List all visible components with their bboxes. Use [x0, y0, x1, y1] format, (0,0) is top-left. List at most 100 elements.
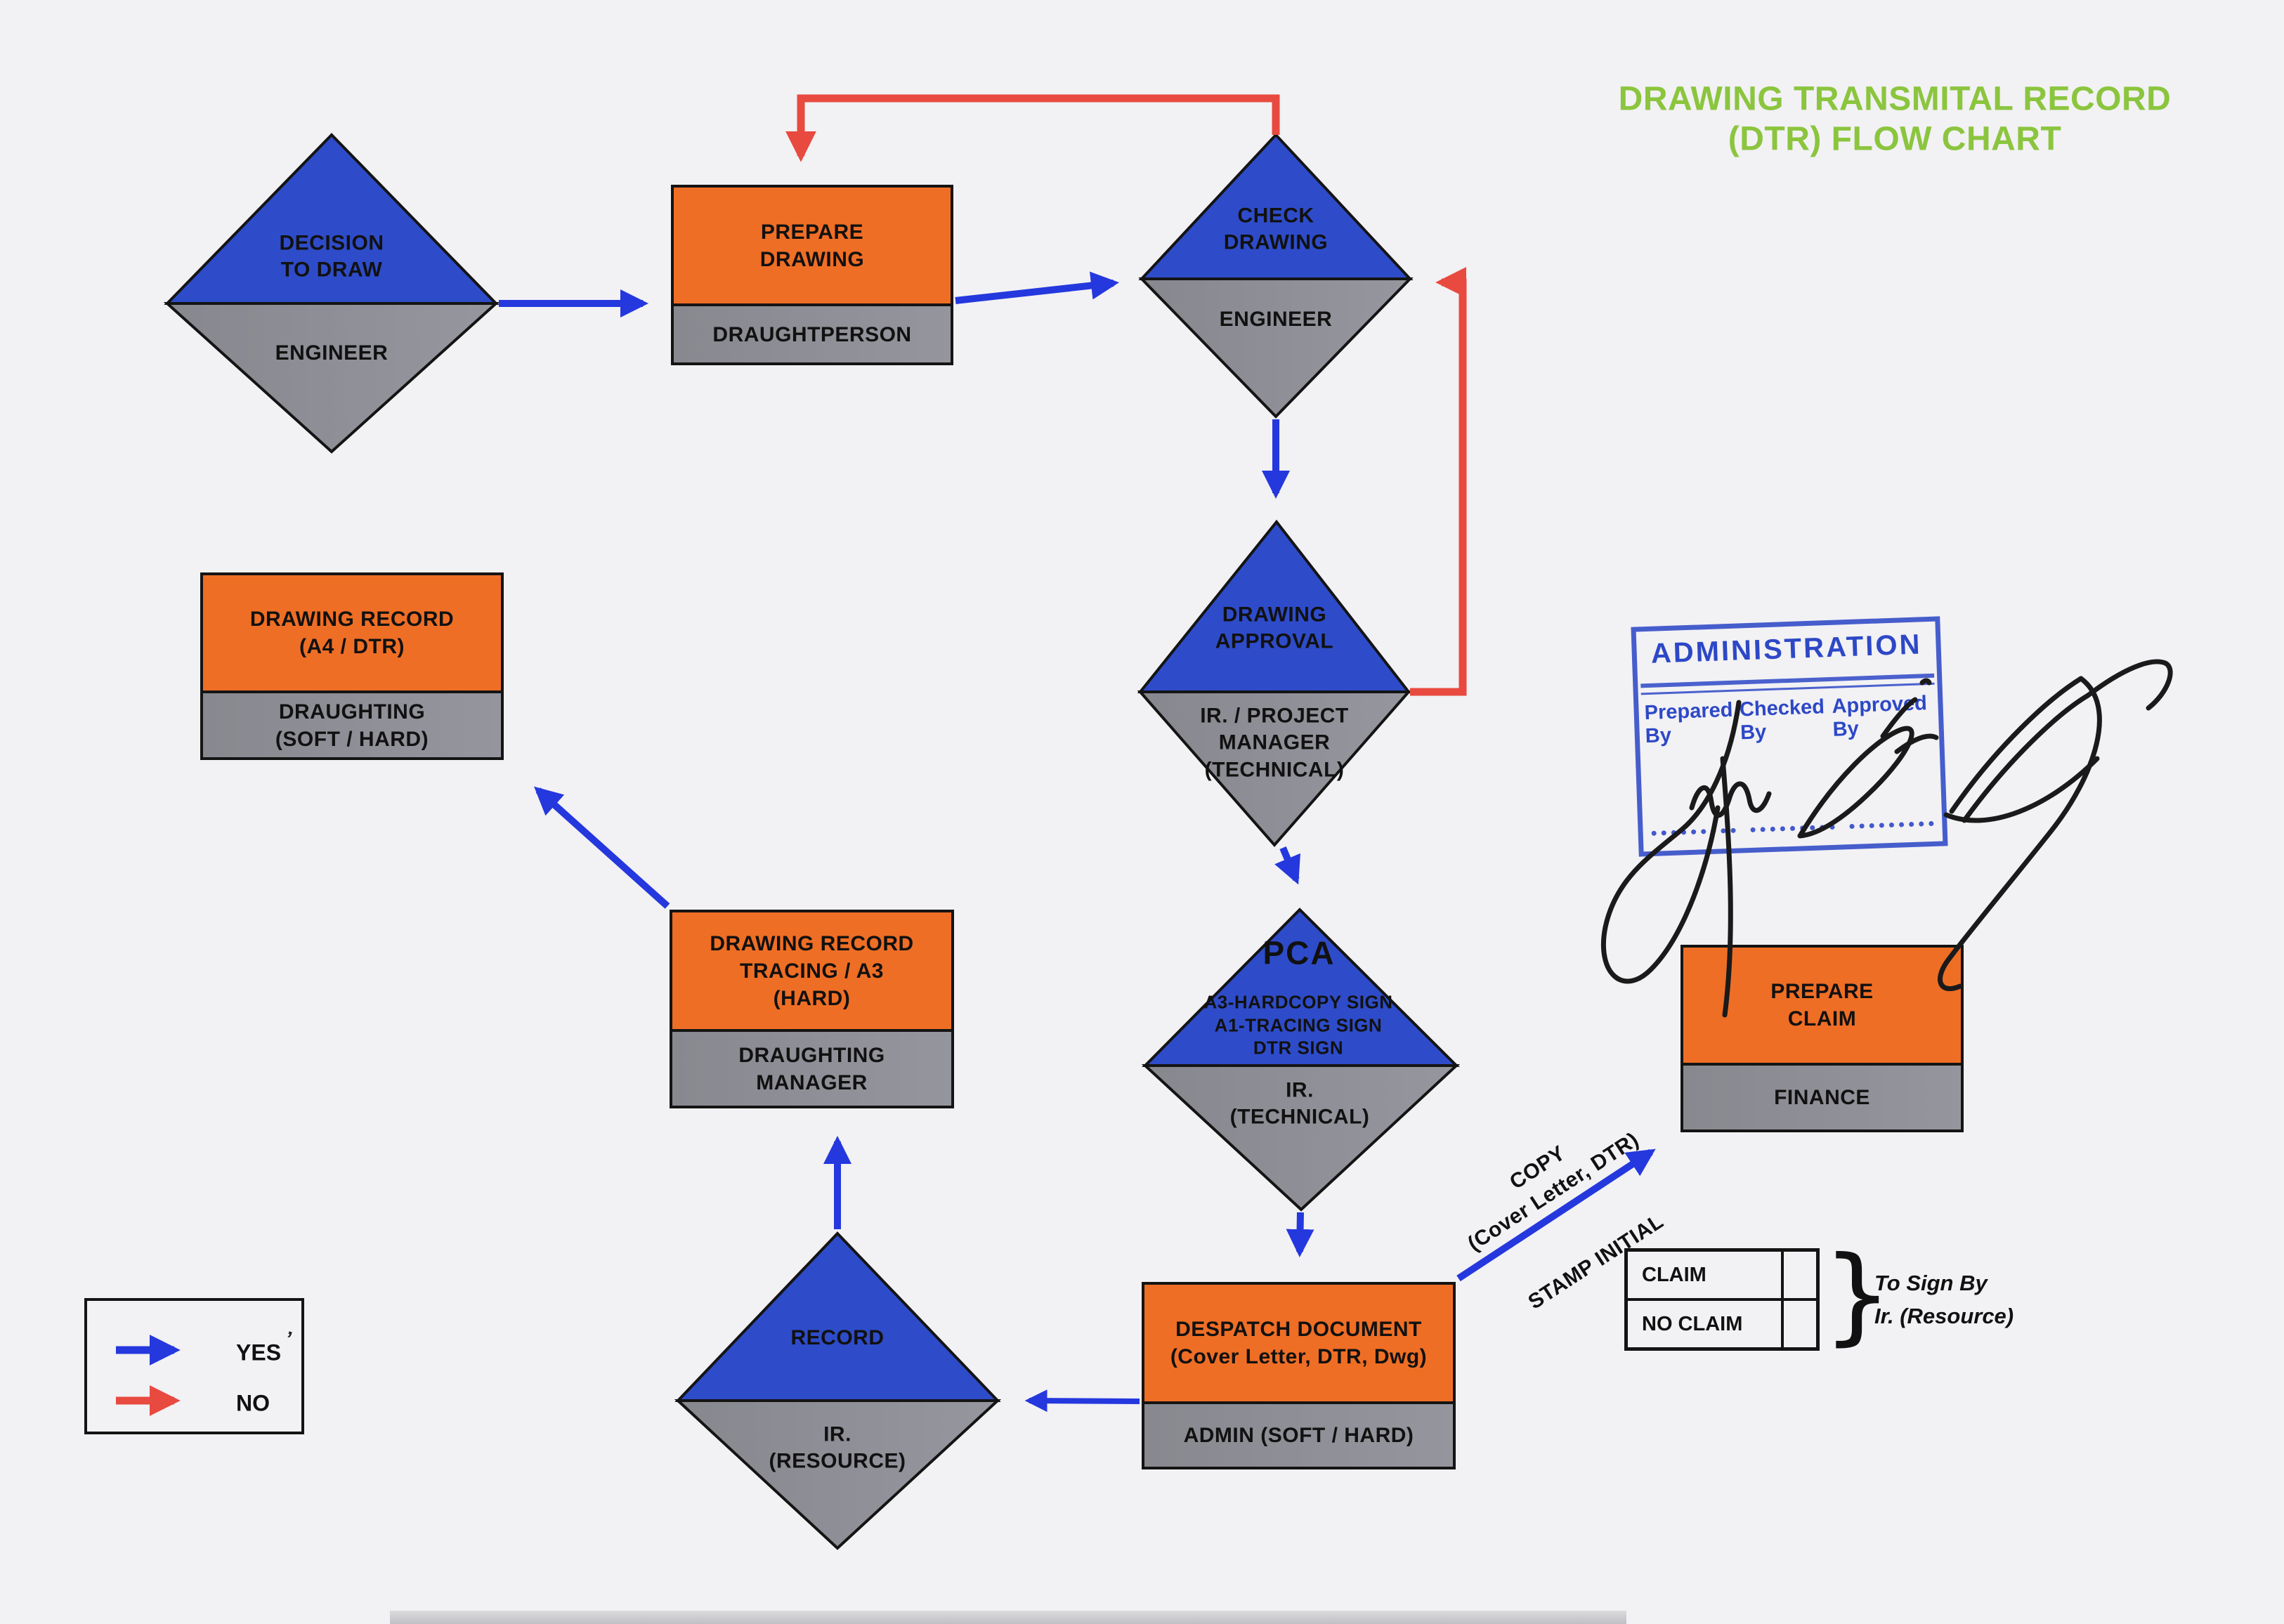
drawing-record-a4-box: DRAWING RECORD (A4 / DTR) DRAUGHTING (SO… — [200, 572, 504, 760]
check-role-line: ENGINEER — [1219, 307, 1333, 331]
page-title-line2: (DTR) FLOW CHART — [1728, 120, 2062, 157]
pca-sub-label: A3-HARDCOPY SIGN A1-TRACING SIGN DTR SIG… — [1203, 990, 1392, 1059]
prepare-claim-line1: PREPARE — [1770, 980, 1874, 1003]
legend-pen-mark: ’ — [282, 1327, 295, 1351]
edge-tracing-to-drawing-record — [534, 786, 670, 909]
despatch-role: ADMIN (SOFT / HARD) — [1183, 1424, 1414, 1447]
prepare-drawing-line2: DRAWING — [759, 247, 865, 271]
check-drawing-label: CHECK DRAWING — [1224, 203, 1329, 257]
drawing-record-tracing-role-line2: MANAGER — [756, 1070, 868, 1094]
approval-line2: APPROVAL — [1215, 630, 1334, 653]
prepare-drawing-role: DRAUGHTPERSON — [712, 322, 912, 346]
despatch-document-task-section: DESPATCH DOCUMENT (Cover Letter, DTR, Dw… — [1144, 1285, 1453, 1404]
prepare-drawing-line1: PREPARE — [760, 220, 864, 244]
claim-sign-cell — [1781, 1252, 1816, 1298]
decision-line1: DECISION — [279, 231, 384, 255]
prepare-claim-line2: CLAIM — [1787, 1007, 1857, 1030]
to-sign-by-note-line2: Ir. (Resource) — [1874, 1303, 2014, 1328]
pca-role-line1: IR. — [1286, 1078, 1314, 1102]
stamp-signature-dotted-lines — [1651, 820, 1934, 836]
drawing-record-tracing-line2: TRACING / A3 — [740, 959, 884, 983]
decision-to-draw-diamond-bottom — [163, 302, 500, 454]
record-diamond — [674, 1231, 1002, 1550]
administration-stamp: ADMINISTRATION Prepared By Checked By Ap… — [1631, 616, 1948, 857]
drawing-approval-diamond-top — [1137, 519, 1412, 693]
pca-sub-line2: A1-TRACING SIGN — [1214, 1014, 1383, 1035]
no-claim-row: NO CLAIM — [1628, 1301, 1816, 1347]
stamp-checked-by-label: Checked By — [1739, 695, 1825, 745]
check-line2: DRAWING — [1223, 231, 1329, 254]
check-line1: CHECK — [1237, 204, 1314, 228]
legend-no-label: NO — [236, 1390, 270, 1416]
edge-despatch-to-prepare-claim — [1456, 1148, 1656, 1282]
decision-role-line: ENGINEER — [275, 341, 389, 365]
record-role-line2: (RESOURCE) — [769, 1450, 906, 1473]
despatch-document-role-section: ADMIN (SOFT / HARD) — [1144, 1404, 1453, 1467]
stamp-approved-by-label: Approved By — [1831, 692, 1928, 741]
prepare-drawing-role-section: DRAUGHTPERSON — [674, 306, 951, 362]
drawing-record-a4-line1: DRAWING RECORD — [249, 608, 455, 631]
drawing-approval-role: IR. / PROJECT MANAGER (TECHNICAL) — [1200, 702, 1349, 783]
pca-sub-line3: DTR SIGN — [1253, 1037, 1344, 1059]
pca-role-line2: (TECHNICAL) — [1229, 1106, 1370, 1129]
approval-line1: DRAWING — [1222, 603, 1327, 627]
claim-table-brace: } — [1822, 1234, 1893, 1356]
prepare-claim-box: PREPARE CLAIM FINANCE — [1681, 945, 1964, 1132]
decision-to-draw-role: ENGINEER — [275, 340, 389, 367]
drawing-record-a4-task-section: DRAWING RECORD (A4 / DTR) — [203, 575, 501, 693]
despatch-line1: DESPATCH DOCUMENT — [1175, 1318, 1422, 1341]
check-drawing-diamond-top — [1138, 133, 1414, 280]
decision-to-draw-diamond-top — [164, 133, 500, 305]
decision-to-draw-label: DECISION TO DRAW — [279, 230, 384, 284]
edge-check-no-to-prepare — [785, 94, 1280, 162]
claim-table: CLAIM NO CLAIM — [1624, 1248, 1820, 1351]
prepare-claim-task-section: PREPARE CLAIM — [1683, 948, 1961, 1066]
prepare-drawing-box: PREPARE DRAWING DRAUGHTPERSON — [671, 185, 953, 365]
stamp-dotted-line-3 — [1849, 820, 1934, 830]
stamp-prepared-by-label: Prepared By — [1644, 698, 1733, 748]
pca-role: IR. (TECHNICAL) — [1230, 1078, 1370, 1132]
drawing-approval-label: DRAWING APPROVAL — [1215, 602, 1333, 656]
prepare-drawing-task-section: PREPARE DRAWING — [674, 188, 951, 306]
check-drawing-diamond-bottom — [1138, 277, 1414, 419]
record-role: IR. (RESOURCE) — [769, 1422, 906, 1476]
drawing-approval-diamond — [1137, 519, 1412, 848]
claim-row: CLAIM — [1628, 1252, 1816, 1301]
stamp-columns: Prepared By Checked By Approved By — [1644, 692, 1933, 748]
pca-label: PCA — [1262, 933, 1335, 974]
stamp-dotted-line-2 — [1750, 824, 1835, 833]
pca-diamond — [1141, 908, 1461, 1212]
drawing-record-a4-role-line1: DRAUGHTING — [278, 700, 426, 723]
drawing-record-tracing-role-line1: DRAUGHTING — [738, 1043, 885, 1067]
edge-approval-to-pca — [1274, 846, 1300, 885]
edge-prepare-to-check — [955, 271, 1119, 304]
legend-box: YES NO ’ — [84, 1298, 304, 1434]
to-sign-by-note: To Sign By Ir. (Resource) — [1874, 1267, 2014, 1332]
despatch-document-box: DESPATCH DOCUMENT (Cover Letter, DTR, Dw… — [1142, 1282, 1456, 1469]
record-diamond-top — [674, 1231, 1001, 1402]
pca-title: PCA — [1262, 934, 1336, 971]
decision-to-draw-diamond — [163, 133, 500, 454]
page-title-line1: DRAWING TRANSMITAL RECORD — [1618, 80, 2172, 118]
no-claim-sign-cell — [1781, 1301, 1816, 1347]
no-claim-label: NO CLAIM — [1642, 1312, 1743, 1335]
stamp-title: ADMINISTRATION — [1650, 629, 1923, 669]
drawing-record-tracing-task-section: DRAWING RECORD TRACING / A3 (HARD) — [672, 912, 951, 1032]
drawing-record-tracing-line3: (HARD) — [773, 986, 851, 1010]
despatch-line2: (Cover Letter, DTR, Dwg) — [1170, 1345, 1428, 1368]
record-label: RECORD — [790, 1325, 884, 1351]
record-line1: RECORD — [790, 1325, 885, 1349]
scan-edge-artifact — [390, 1611, 1626, 1624]
prepare-claim-role: FINANCE — [1774, 1086, 1870, 1109]
claim-label: CLAIM — [1642, 1263, 1707, 1286]
drawing-record-a4-role-line2: (SOFT / HARD) — [275, 727, 429, 751]
decision-line2: TO DRAW — [280, 258, 383, 282]
legend-yes-label: YES — [236, 1340, 282, 1366]
approval-role-line3: (TECHNICAL) — [1204, 758, 1345, 782]
check-drawing-role: ENGINEER — [1220, 306, 1333, 333]
drawing-record-tracing-role-section: DRAUGHTING MANAGER — [672, 1032, 951, 1106]
record-role-line1: IR. — [823, 1422, 851, 1446]
approval-role-line1: IR. / PROJECT — [1200, 704, 1349, 728]
